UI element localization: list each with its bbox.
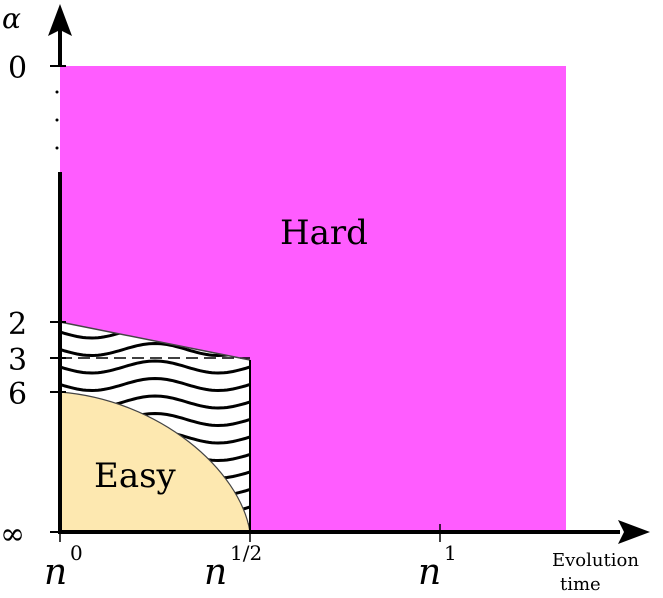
svg-text:n: n xyxy=(44,552,67,593)
hard-region-label: Hard xyxy=(280,213,368,253)
y-axis-arrow xyxy=(48,4,72,36)
x-tick-label-n1: n 1 xyxy=(418,541,457,593)
x-axis-arrow xyxy=(618,520,650,544)
y-tick-label-6: 6 xyxy=(8,377,27,412)
wave-line xyxy=(60,376,250,393)
axis-break-dot xyxy=(55,118,59,122)
x-tick-label-n-half: n 1/2 xyxy=(204,541,262,593)
svg-text:1/2: 1/2 xyxy=(230,541,262,565)
svg-text:1: 1 xyxy=(444,541,457,565)
y-axis xyxy=(48,4,72,534)
svg-text:n: n xyxy=(418,552,441,593)
easy-region-label: Easy xyxy=(94,456,177,496)
wave-top-border xyxy=(59,321,251,361)
x-tick-label-n0: n 0 xyxy=(44,541,83,593)
y-tick-label-2: 2 xyxy=(8,307,27,342)
x-axis-label-line1: Evolution xyxy=(552,550,639,571)
x-axis-label-line2: time xyxy=(560,574,601,595)
wave-line xyxy=(60,359,250,375)
svg-text:n: n xyxy=(204,552,227,593)
axis-break-dot xyxy=(55,90,59,94)
y-axis-symbol: α xyxy=(2,2,21,35)
y-tick-label-3: 3 xyxy=(8,343,27,378)
hard-region xyxy=(60,66,566,532)
y-tick-label-0: 0 xyxy=(8,51,27,86)
easy-region xyxy=(59,391,251,533)
axis-break-dot xyxy=(55,146,59,150)
y-tick-label-infinity: ∞ xyxy=(0,517,25,552)
x-axis xyxy=(58,520,650,544)
svg-text:0: 0 xyxy=(70,541,83,565)
